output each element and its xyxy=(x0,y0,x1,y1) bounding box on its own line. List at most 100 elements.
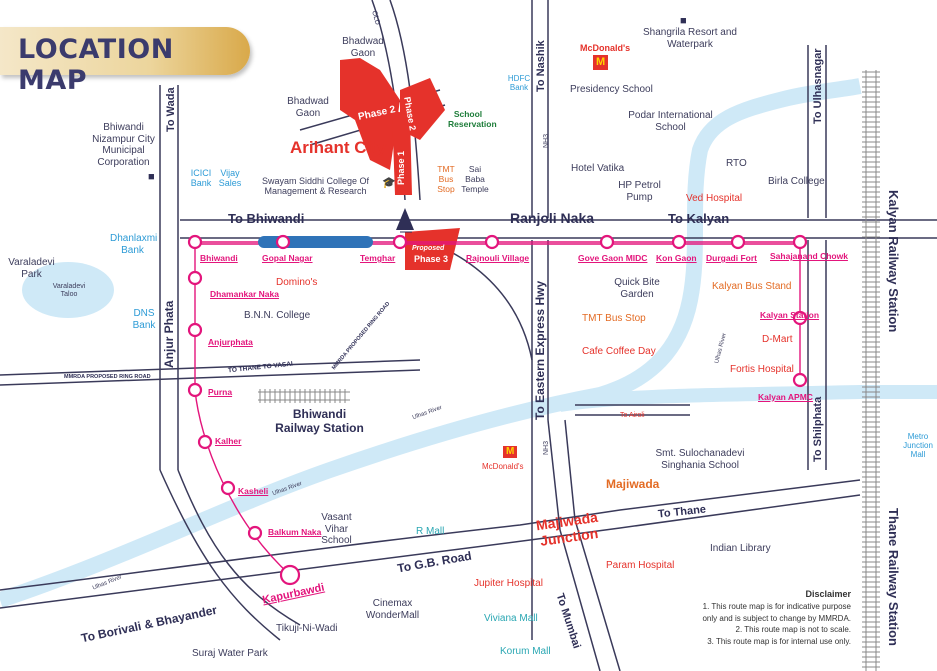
kalyan-bus-stand: Kalyan Bus Stand xyxy=(712,281,792,292)
tmt-bus-stop-2: TMT Bus Stop xyxy=(582,313,646,324)
quick-bite-garden: Quick Bite Garden xyxy=(614,277,660,300)
road-eastern-express: To Eastern Express Hwy xyxy=(533,280,547,420)
ring-road-label-1: MMRDA PROPOSED RING ROAD xyxy=(64,374,151,380)
birla-college: Birla College xyxy=(768,176,825,187)
majiwada-label: Majiwada xyxy=(606,477,660,491)
metro-station-marker xyxy=(220,480,236,496)
ved-hospital: Ved Hospital xyxy=(686,193,743,204)
disclaimer-line-2: only and is subject to change by MMRDA. xyxy=(702,613,851,623)
metro-station-label: Temghar xyxy=(360,253,396,263)
bhadwad-gaon-1: Bhadwad Gaon xyxy=(342,36,384,59)
metro-station-label: Kalher xyxy=(215,436,242,446)
metro-station-marker xyxy=(275,234,291,250)
metro-station-label: Sahajanand Chowk xyxy=(770,251,848,261)
jupiter-hospital: Jupiter Hospital xyxy=(474,578,543,589)
varaladevi-lake xyxy=(22,262,114,318)
road-to-nashik: To Nashik xyxy=(535,40,547,92)
param-hospital: Param Hospital xyxy=(606,560,675,571)
mcdonalds-icon-1: M xyxy=(593,55,609,70)
vasant-vihar-school: Vasant Vihar School xyxy=(321,512,352,546)
shangrila-icon: ■ xyxy=(680,15,687,27)
r-mall: R Mall xyxy=(416,526,445,537)
disclaimer-title: Disclaimer xyxy=(805,589,851,599)
nh3-label-1: NH3 xyxy=(543,133,550,148)
singhania-school: Smt. Sulochanadevi Singhania School xyxy=(655,448,745,471)
metro-station-marker xyxy=(279,564,301,586)
metro-train xyxy=(258,236,373,248)
dns-bank: DNS Bank xyxy=(132,308,156,331)
metro-station-marker xyxy=(392,234,408,250)
project-parcels xyxy=(340,58,460,270)
metro-station-marker xyxy=(187,234,203,250)
metro-station-label: Kalyan Station xyxy=(760,310,820,320)
metro-station-label: Purna xyxy=(208,387,233,397)
school-reservation: School Reservation xyxy=(448,109,497,129)
bhiwandi-railway-station: Bhiwandi Railway Station xyxy=(275,407,364,435)
phase-3-label: Phase 3 xyxy=(414,254,449,264)
varaladevi-taloo: Varaladevi Taloo xyxy=(52,283,86,299)
korum-mall: Korum Mall xyxy=(500,646,551,657)
vijay-sales: Vijay Sales xyxy=(218,168,242,189)
metro-station-label: Rajnouli Village xyxy=(466,253,530,263)
ulhas-river-branch xyxy=(558,385,937,412)
road-to-shilphata: To Shilphata xyxy=(812,396,824,462)
phase-3-tag: Proposed xyxy=(412,245,445,252)
metro-station-label: Kalyan APMC xyxy=(758,392,813,402)
location-pointer xyxy=(396,208,414,230)
presidency-school: Presidency School xyxy=(570,84,653,95)
hotel-vatika: Hotel Vatika xyxy=(571,163,625,174)
project-name: Arihant City xyxy=(290,138,387,157)
d-mart: D-Mart xyxy=(762,334,793,345)
rto-label: RTO xyxy=(726,158,747,169)
title-banner: LOCATION MAP xyxy=(0,27,250,96)
metro-junction-mall: Metro Junction Mall xyxy=(903,432,933,460)
phase-1-label: Phase 1 xyxy=(396,150,406,185)
road-to-airoli: To Airoli xyxy=(620,412,645,419)
hp-petrol-pump: HP Petrol Pump xyxy=(618,180,661,203)
swayam-college: Swayam Siddhi College Of Management & Re… xyxy=(261,176,370,197)
disclaimer-line-3: 2. This route map is not to scale. xyxy=(735,625,851,635)
metro-station-marker xyxy=(792,234,808,250)
fortis-hospital: Fortis Hospital xyxy=(730,364,794,375)
varaladevi-park: Varaladevi Park xyxy=(8,257,55,280)
hdfc-bank: HDFC Bank xyxy=(507,74,531,93)
metro-station-marker xyxy=(484,234,500,250)
bhadwad-gaon-2: Bhadwad Gaon xyxy=(287,96,329,119)
metro-station-marker xyxy=(599,234,615,250)
shangrila-resort: Shangrila Resort and Waterpark xyxy=(643,27,737,50)
bnmc-label: Bhiwandi Nizampur City Municipal Corpora… xyxy=(92,122,155,168)
viviana-mall: Viviana Mall xyxy=(484,613,538,624)
dhanlaxmi-bank: Dhanlaxmi Bank xyxy=(110,233,158,256)
metro-station-label: Kasheli xyxy=(238,486,269,496)
mcdonalds-2: McDonald's xyxy=(482,462,524,471)
metro-station-label: Dhamankar Naka xyxy=(210,289,279,299)
kalyan-railway-station: Kalyan Railway Station xyxy=(886,190,901,333)
tmt-bus-stop-1: TMT Bus Stop xyxy=(437,164,455,194)
metro-station-marker xyxy=(792,310,808,326)
icici-bank: ICICI Bank xyxy=(190,168,212,189)
metro-station-label: Anjurphata xyxy=(208,337,253,347)
metro-station-label: Gopal Nagar xyxy=(262,253,313,263)
bnn-college: B.N.N. College xyxy=(244,310,311,321)
metro-station-marker xyxy=(671,234,687,250)
anjur-phata-label: Anjur Phata xyxy=(162,300,176,368)
metro-station-marker xyxy=(730,234,746,250)
ranjoli-naka-label: Ranjoli Naka xyxy=(510,210,595,226)
disclaimer-line-1: 1. This route map is for indicative purp… xyxy=(702,602,851,612)
metro-station-marker xyxy=(187,382,203,398)
nh3-label-2: NH3 xyxy=(543,440,550,455)
dominos: Domino's xyxy=(276,277,318,288)
metro-station-label: Balkum Naka xyxy=(268,527,322,537)
metro-station-label: Kon Gaon xyxy=(656,253,697,263)
road-to-wada: To Wada xyxy=(165,87,177,132)
college-icon: 🎓 xyxy=(382,177,396,189)
road-to-ulhasnagar: To Ulhasnagar xyxy=(812,48,824,124)
thane-railway-station: Thane Railway Station xyxy=(886,508,901,646)
metro-station-marker xyxy=(792,372,808,388)
road-to-bhiwandi: To Bhiwandi xyxy=(228,211,305,226)
metro-station-label: Durgadi Fort xyxy=(706,253,757,263)
cinemax-wondermall: Cinemax WonderMall xyxy=(365,598,420,621)
tikuji-ni-wadi: Tikuji-Ni-Wadi xyxy=(276,623,338,634)
